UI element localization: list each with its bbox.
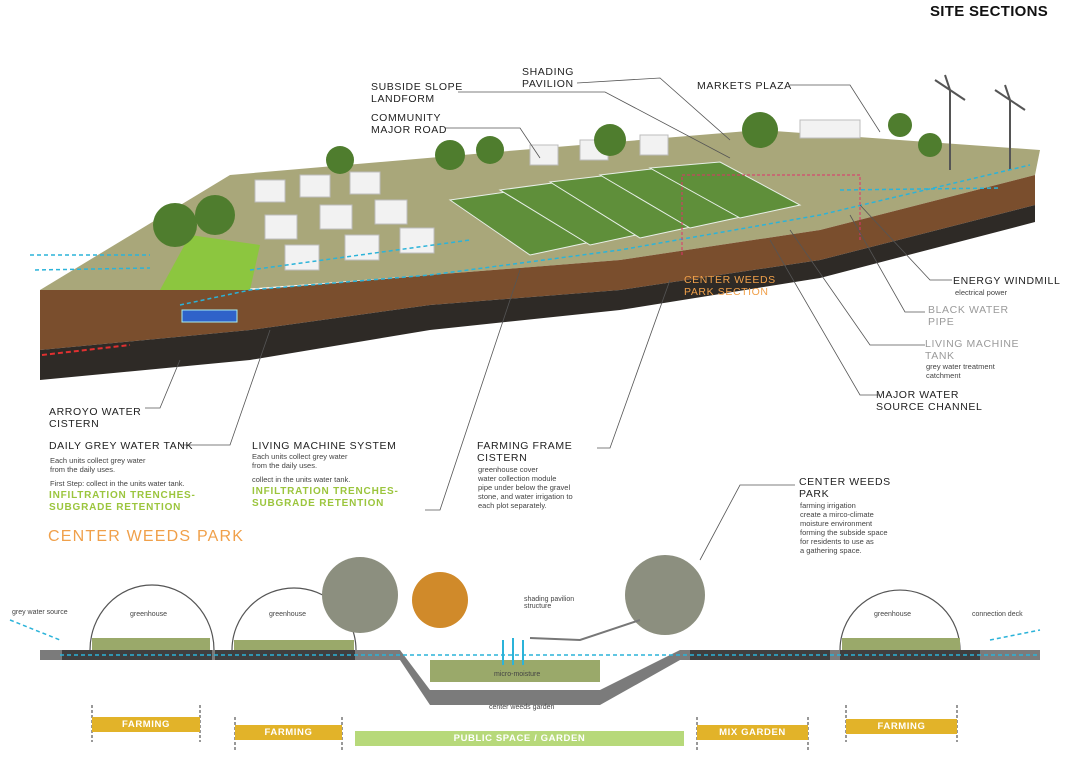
label-community-road: COMMUNITY MAJOR ROAD (371, 112, 448, 136)
moisture-arrows (502, 638, 524, 665)
label-daily-grey-note2: First Step: collect in the units water t… (50, 479, 185, 488)
site-edge-marker (41, 344, 131, 356)
section-water-lines (9, 619, 1041, 656)
label-black-water-pipe: BLACK WATER PIPE (928, 304, 1009, 328)
label-major-water: MAJOR WATER SOURCE CHANNEL (876, 389, 983, 413)
section-grasses (92, 638, 960, 682)
page-title: SITE SECTIONS (930, 3, 1049, 20)
trees (153, 112, 942, 247)
zone-farming-3: FARMING (846, 719, 957, 734)
label-energy-windmill: ENERGY WINDMILL (953, 275, 1061, 287)
park-lawn (160, 235, 260, 290)
center-weeds-park-heading: CENTER WEEDS PARK (48, 528, 245, 545)
arroyo-tank (181, 309, 238, 323)
label-living-machine-tank: LIVING MACHINE TANK (925, 338, 1020, 362)
pavilion-structure (529, 619, 641, 642)
label-subside-slope: SUBSIDE SLOPE LANDFORM (371, 81, 463, 105)
label-arroyo: ARROYO WATER CISTERN (49, 406, 142, 430)
label-greenhouse-2: greenhouse (269, 611, 306, 618)
section-trees (322, 555, 705, 635)
label-shading-pavilion-structure: shading pavilion structure (524, 596, 575, 610)
farm-rows (448, 161, 802, 256)
label-living-system-note1: Each units collect grey water from the d… (252, 452, 348, 470)
label-markets-plaza: MARKETS PLAZA (697, 80, 792, 92)
section-tree-orange (412, 572, 468, 628)
label-greenhouse-3: greenhouse (874, 611, 911, 618)
section-marker (681, 174, 861, 255)
label-micro-moisture: micro-moisture (494, 671, 541, 678)
label-infiltration-1: INFILTRATION TRENCHES- SUBGRADE RETENTIO… (49, 490, 196, 513)
label-connection-deck: connection deck (972, 611, 1023, 618)
zone-public: PUBLIC SPACE / GARDEN (355, 731, 684, 746)
label-infiltration-2: INFILTRATION TRENCHES- SUBGRADE RETENTIO… (252, 486, 399, 509)
label-grey-water-source: grey water source (12, 609, 68, 616)
label-energy-windmill-note: electrical power (955, 288, 1008, 297)
label-living-machine-tank-note: grey water treatment catchment (926, 362, 995, 380)
label-center-weeds-park: CENTER WEEDS PARK (799, 476, 891, 500)
label-daily-grey-note1: Each units collect grey water from the d… (50, 456, 146, 474)
label-farming-frame-note: greenhouse cover water collection module… (478, 465, 573, 510)
label-center-weeds-park-note: farming irrigation create a mirco-climat… (800, 501, 888, 555)
label-living-system: LIVING MACHINE SYSTEM (252, 440, 397, 452)
label-daily-grey: DAILY GREY WATER TANK (49, 440, 194, 452)
label-center-weeds-garden: center weeds garden (489, 704, 555, 711)
block-soil-face (40, 175, 1035, 350)
water-flow-lines (30, 164, 1031, 306)
leader-lines (145, 77, 952, 561)
block-bedrock (40, 205, 1035, 380)
greenhouse-domes (89, 584, 961, 651)
zone-mix-garden: MIX GARDEN (697, 725, 808, 740)
label-greenhouse-1: greenhouse (130, 611, 167, 618)
label-farming-frame: FARMING FRAME CISTERN (477, 440, 573, 464)
zone-farming-2: FARMING (235, 725, 342, 740)
label-center-weeds-section: CENTER WEEDS PARK SECTION (684, 274, 776, 298)
windmills (934, 74, 1026, 170)
label-shading-pavilion: SHADING PAVILION (522, 66, 575, 90)
label-living-system-note2: collect in the units water tank. (252, 475, 351, 484)
zone-farming-1: FARMING (92, 717, 200, 732)
planters (62, 650, 980, 660)
